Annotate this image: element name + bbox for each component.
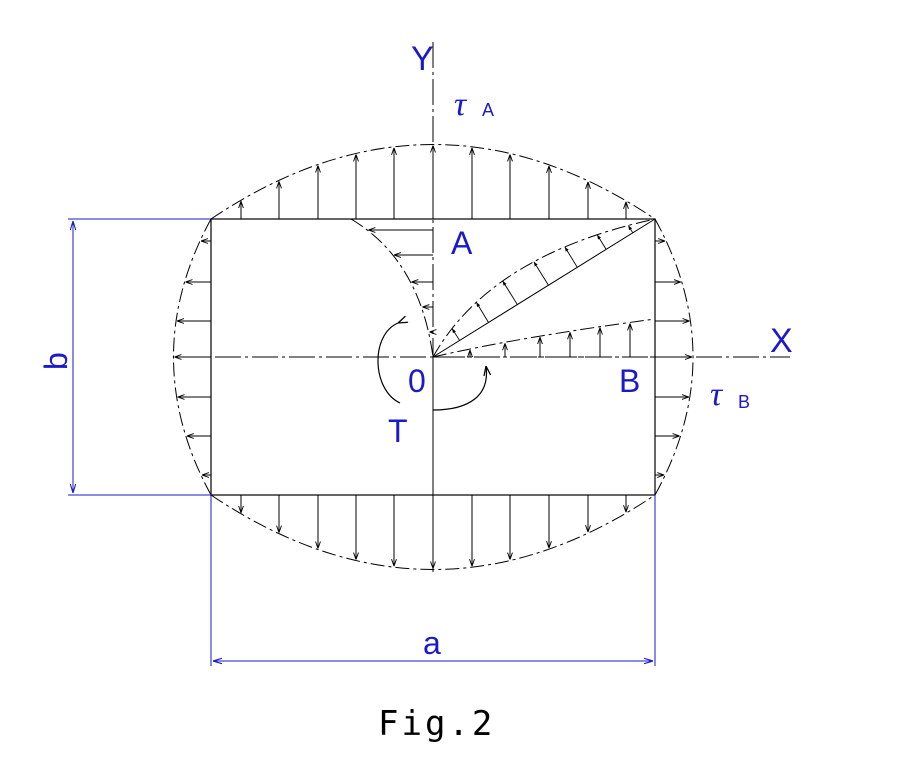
stress-envelope-left: [173, 218, 212, 496]
diagonal-stress-arrow: [596, 234, 607, 250]
point-a-label: A: [451, 225, 473, 261]
origin-label: 0: [408, 363, 426, 399]
y-axis-stress-arrows: [368, 230, 433, 332]
tau-a-symbol: τ: [454, 86, 468, 123]
diagonal-stress-arrow: [451, 328, 461, 341]
tau-a-subscript: A: [482, 100, 494, 120]
x-axis-stress-curve: [432, 318, 656, 358]
x-axis-label: X: [770, 322, 793, 360]
diagonal-stress-arrow: [502, 280, 518, 305]
diagonal-stress-arrow: [533, 261, 549, 286]
y-axis-stress-curve: [350, 218, 434, 358]
tau-b-symbol: τ: [710, 376, 724, 413]
figure-caption: Fig.2: [378, 704, 495, 744]
stress-envelope-top: [210, 144, 656, 220]
point-b-label: B: [619, 363, 640, 399]
diagonal-stress-arrow: [564, 246, 578, 268]
torque-arrow-left: [377, 323, 400, 404]
diagonal-stress-curve: [432, 218, 656, 358]
stress-envelope-right: [654, 218, 694, 496]
dim-a-label: a: [423, 625, 441, 661]
diagonal-stress-arrow: [627, 225, 634, 234]
diagonal-stress-arrows: [451, 225, 634, 341]
torque-label: T: [388, 413, 408, 449]
diagonal-stress-arrow: [475, 302, 489, 323]
torque-arrow-right: [432, 366, 487, 411]
stress-arrows: [174, 145, 692, 569]
x-axis-stress-arrows: [470, 323, 630, 357]
diagonal-line: [432, 218, 656, 358]
tau-b-subscript: B: [738, 392, 750, 412]
y-axis-label: Y: [411, 40, 434, 78]
dim-b-label: b: [38, 352, 74, 370]
